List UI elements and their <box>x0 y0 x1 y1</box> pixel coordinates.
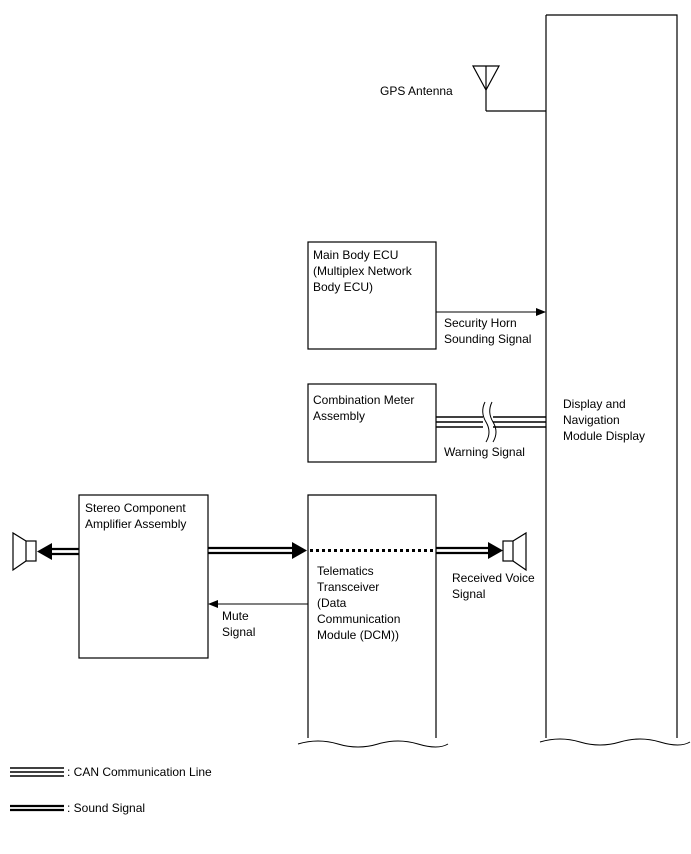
display-module-label-1: Display and <box>563 397 626 411</box>
combination-meter-label-1: Combination Meter <box>313 393 414 407</box>
received-voice-label-2: Signal <box>452 587 485 601</box>
telematics-label-4: Communication <box>317 612 400 626</box>
can-communication-line: Warning Signal <box>436 401 546 459</box>
stereo-amplifier-label-2: Amplifier Assembly <box>85 517 186 531</box>
legend: : CAN Communication Line : Sound Signal <box>10 765 212 815</box>
mute-signal-label-1: Mute <box>222 609 249 623</box>
telematics-label-1: Telematics <box>317 564 374 578</box>
main-body-ecu: Main Body ECU (Multiplex Network Body EC… <box>307 241 437 350</box>
legend-can-line-swatch <box>10 767 64 777</box>
mute-signal-label-2: Signal <box>222 625 255 639</box>
left-speaker-icon <box>12 531 37 572</box>
warning-signal-label: Warning Signal <box>444 445 525 459</box>
stereo-amplifier: Stereo Component Amplifier Assembly <box>78 494 209 659</box>
line-break-mark <box>482 401 490 443</box>
gps-antenna-label: GPS Antenna <box>380 84 453 98</box>
combination-meter-label-2: Assembly <box>313 409 365 423</box>
mute-signal: Mute Signal <box>208 600 308 639</box>
break-wave <box>297 740 449 748</box>
telematics-label-5: Module (DCM)) <box>317 628 399 642</box>
security-horn-signal: Security Horn Sounding Signal <box>436 308 546 346</box>
break-wave <box>539 738 691 746</box>
main-body-ecu-label-3: Body ECU) <box>313 280 373 294</box>
sound-signal-amp-to-dcm <box>208 542 307 559</box>
security-signal-label-2: Sounding Signal <box>444 332 531 346</box>
display-module-label-3: Module Display <box>563 429 645 443</box>
gps-antenna: GPS Antenna <box>380 65 546 112</box>
telematics-label-2: Transceiver <box>317 580 379 594</box>
combination-meter: Combination Meter Assembly <box>307 383 437 463</box>
main-body-ecu-label-1: Main Body ECU <box>313 248 398 262</box>
sound-signal-to-left-speaker <box>37 543 79 560</box>
security-signal-label-1: Security Horn <box>444 316 517 330</box>
legend-can-line-label: : CAN Communication Line <box>67 765 212 779</box>
received-voice-signal: Received Voice Signal <box>452 571 535 601</box>
stereo-amplifier-label-1: Stereo Component <box>85 501 186 515</box>
received-voice-label-1: Received Voice <box>452 571 535 585</box>
right-speaker-icon <box>502 531 527 572</box>
main-body-ecu-label-2: (Multiplex Network <box>313 264 413 278</box>
telematics-label-3: (Data <box>317 596 347 610</box>
legend-sound-signal-label: : Sound Signal <box>67 801 145 815</box>
display-module-label-2: Navigation <box>563 413 620 427</box>
sound-signal-to-right-speaker <box>436 542 503 559</box>
telematics-transceiver: Telematics Transceiver (Data Communicati… <box>297 494 449 748</box>
legend-sound-signal-swatch <box>10 804 64 812</box>
display-navigation-module: Display and Navigation Module Display <box>539 14 691 746</box>
